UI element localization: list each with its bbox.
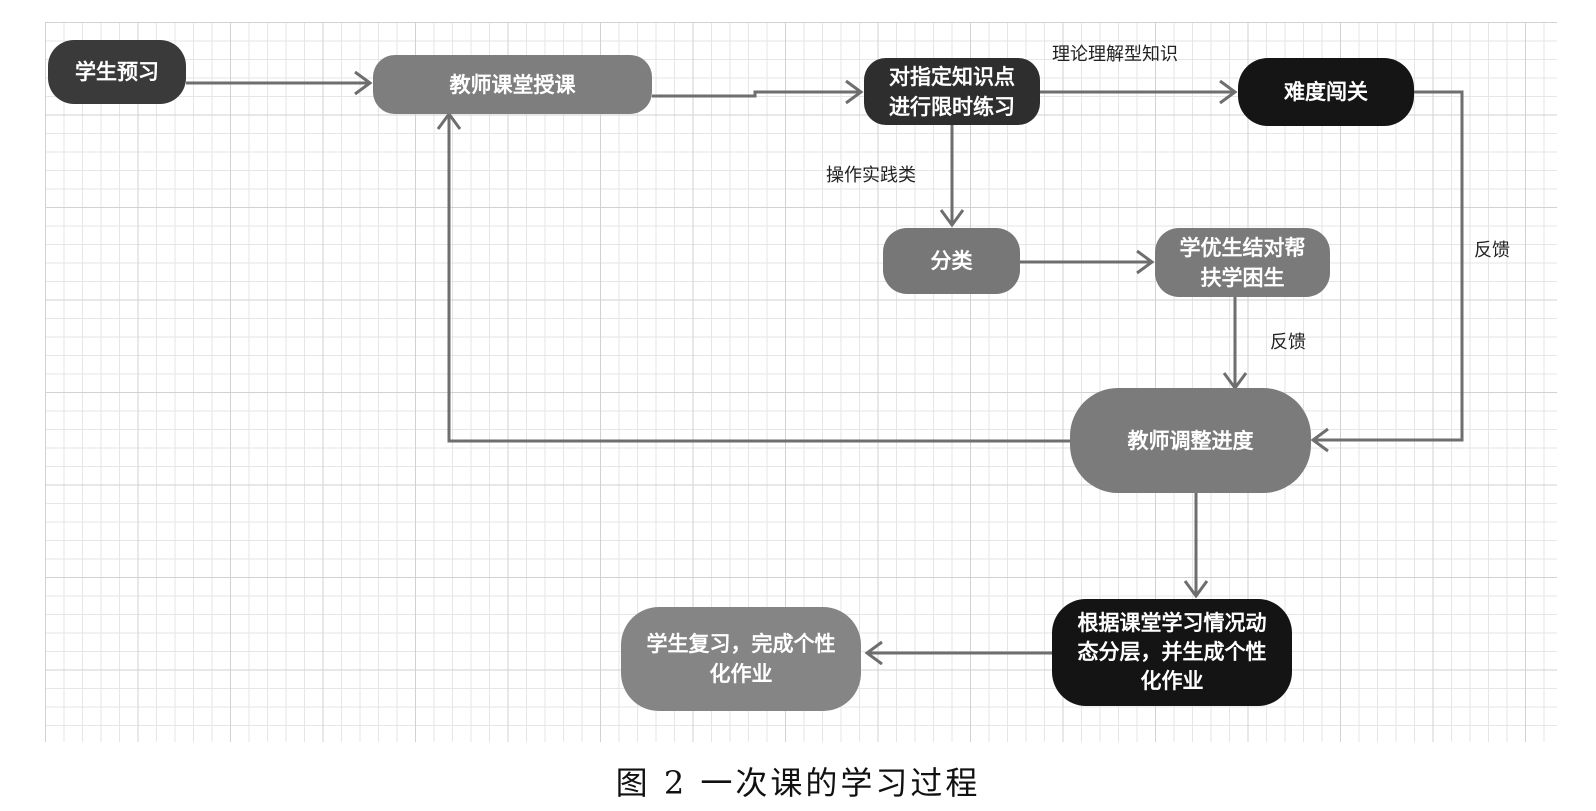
node-teacher-lecture: 教师课堂授课: [373, 55, 652, 114]
edge-label-feedback-right: 反馈: [1474, 240, 1510, 261]
arrowhead-lecture-bottom: [436, 111, 462, 130]
arrowhead-challenge-left: [1219, 79, 1238, 105]
arrowhead-practice-left: [845, 79, 864, 105]
node-timed-practice: 对指定知识点 进行限时练习: [864, 58, 1040, 125]
node-student-review: 学生复习，完成个性 化作业: [621, 607, 861, 711]
node-teacher-adjust: 教师调整进度: [1070, 388, 1311, 493]
edge-challenge-to-adjust: [1313, 90, 1464, 442]
figure-caption: 图 2 一次课的学习过程: [615, 764, 981, 802]
arrowhead-lecture-left: [354, 70, 373, 96]
node-dynamic-layering: 根据课堂学习情况动 态分层，并生成个性 化作业: [1052, 599, 1292, 706]
node-peer-help: 学优生结对帮 扶学困生: [1155, 228, 1330, 297]
edge-adjust-to-lecture: [447, 114, 1070, 443]
arrowhead-classify-top: [939, 209, 965, 228]
arrowhead-adjust-right: [1310, 427, 1329, 453]
arrowhead-peer-left: [1136, 249, 1155, 275]
edge-label-practice: 操作实践类: [826, 165, 916, 186]
node-student-preview: 学生预习: [48, 40, 186, 104]
edge-lecture-to-practice: [652, 90, 861, 98]
node-difficulty-challenge: 难度闯关: [1238, 58, 1414, 126]
node-classify: 分类: [883, 228, 1020, 294]
edge-label-theory: 理论理解型知识: [1052, 44, 1178, 65]
arrowhead-review-right: [864, 640, 883, 666]
arrowhead-layering-top: [1183, 580, 1209, 599]
edge-label-feedback-mid: 反馈: [1270, 332, 1306, 353]
